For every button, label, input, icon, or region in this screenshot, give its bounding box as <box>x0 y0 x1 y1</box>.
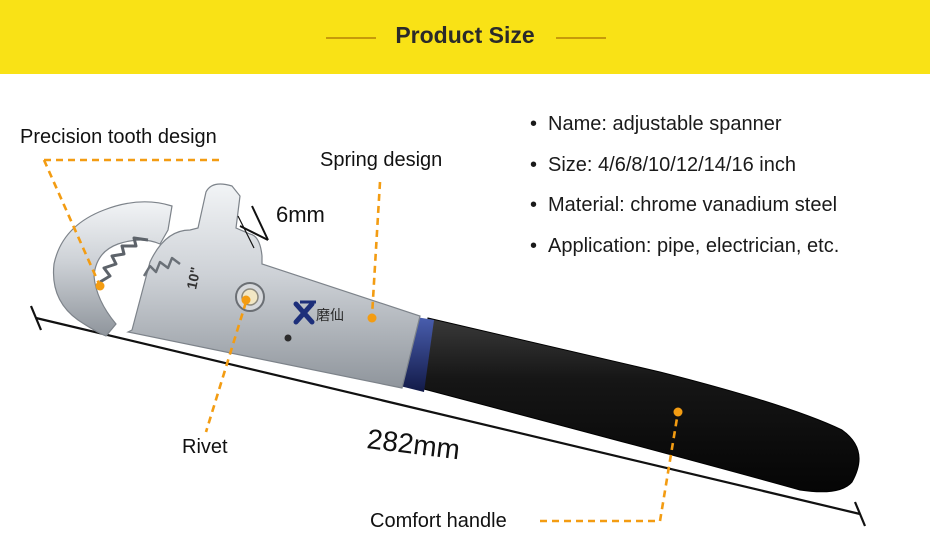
brand-logo: 磨仙 <box>293 300 344 325</box>
callout-precision-tooth: Precision tooth design <box>20 126 217 148</box>
spec-text: Material: chrome vanadium steel <box>548 194 838 216</box>
wrench-hook-jaw <box>52 201 173 337</box>
leader-dots <box>95 281 683 417</box>
callout-comfort-handle: Comfort handle <box>370 510 507 532</box>
wrench-body <box>126 183 421 389</box>
leader-tooth <box>42 159 102 287</box>
bullet-icon: • <box>530 194 538 216</box>
jaw-teeth <box>99 236 149 284</box>
banner-rule-right <box>556 37 606 39</box>
handle-grip <box>419 317 860 493</box>
jaw-teeth-lower <box>142 256 181 277</box>
bullet-icon: • <box>530 234 538 257</box>
spec-list: • Name: adjustable spanner • Size: 4/6/8/1… <box>528 114 923 276</box>
length-dimension-line <box>29 305 867 527</box>
callout-spring-design: Spring design <box>320 149 443 171</box>
size-marking: 10" <box>183 266 203 291</box>
jaw-size-marker <box>237 205 269 249</box>
jaw-size-label: 6mm <box>276 202 325 227</box>
length-label: 282mm <box>365 423 461 465</box>
spec-text: Application: pipe, electrician, etc. <box>548 234 840 257</box>
bullet-icon: • <box>530 113 538 135</box>
leader-lines <box>42 158 680 523</box>
spec-text: Size: 4/6/8/10/12/14/16 inch <box>548 153 796 176</box>
callout-rivet: Rivet <box>182 436 228 458</box>
spec-application: • Application: pipe, electrician, etc. <box>528 236 923 277</box>
spec-material: • Material: chrome vanadium steel <box>528 195 923 236</box>
spec-name: • Name: adjustable spanner <box>528 114 923 155</box>
banner-rule-left <box>326 37 376 39</box>
spec-text: Name: adjustable spanner <box>548 113 782 135</box>
leader-rivet <box>204 301 248 433</box>
bullet-icon: • <box>530 153 538 176</box>
header-banner: Product Size <box>0 0 930 74</box>
leader-spring <box>370 181 382 317</box>
page-title: Product Size <box>395 22 535 48</box>
body-hole <box>284 334 292 342</box>
brand-logo-text: 磨仙 <box>316 308 344 324</box>
spec-size: • Size: 4/6/8/10/12/14/16 inch <box>528 155 923 196</box>
leader-handle-vertical <box>658 411 680 522</box>
